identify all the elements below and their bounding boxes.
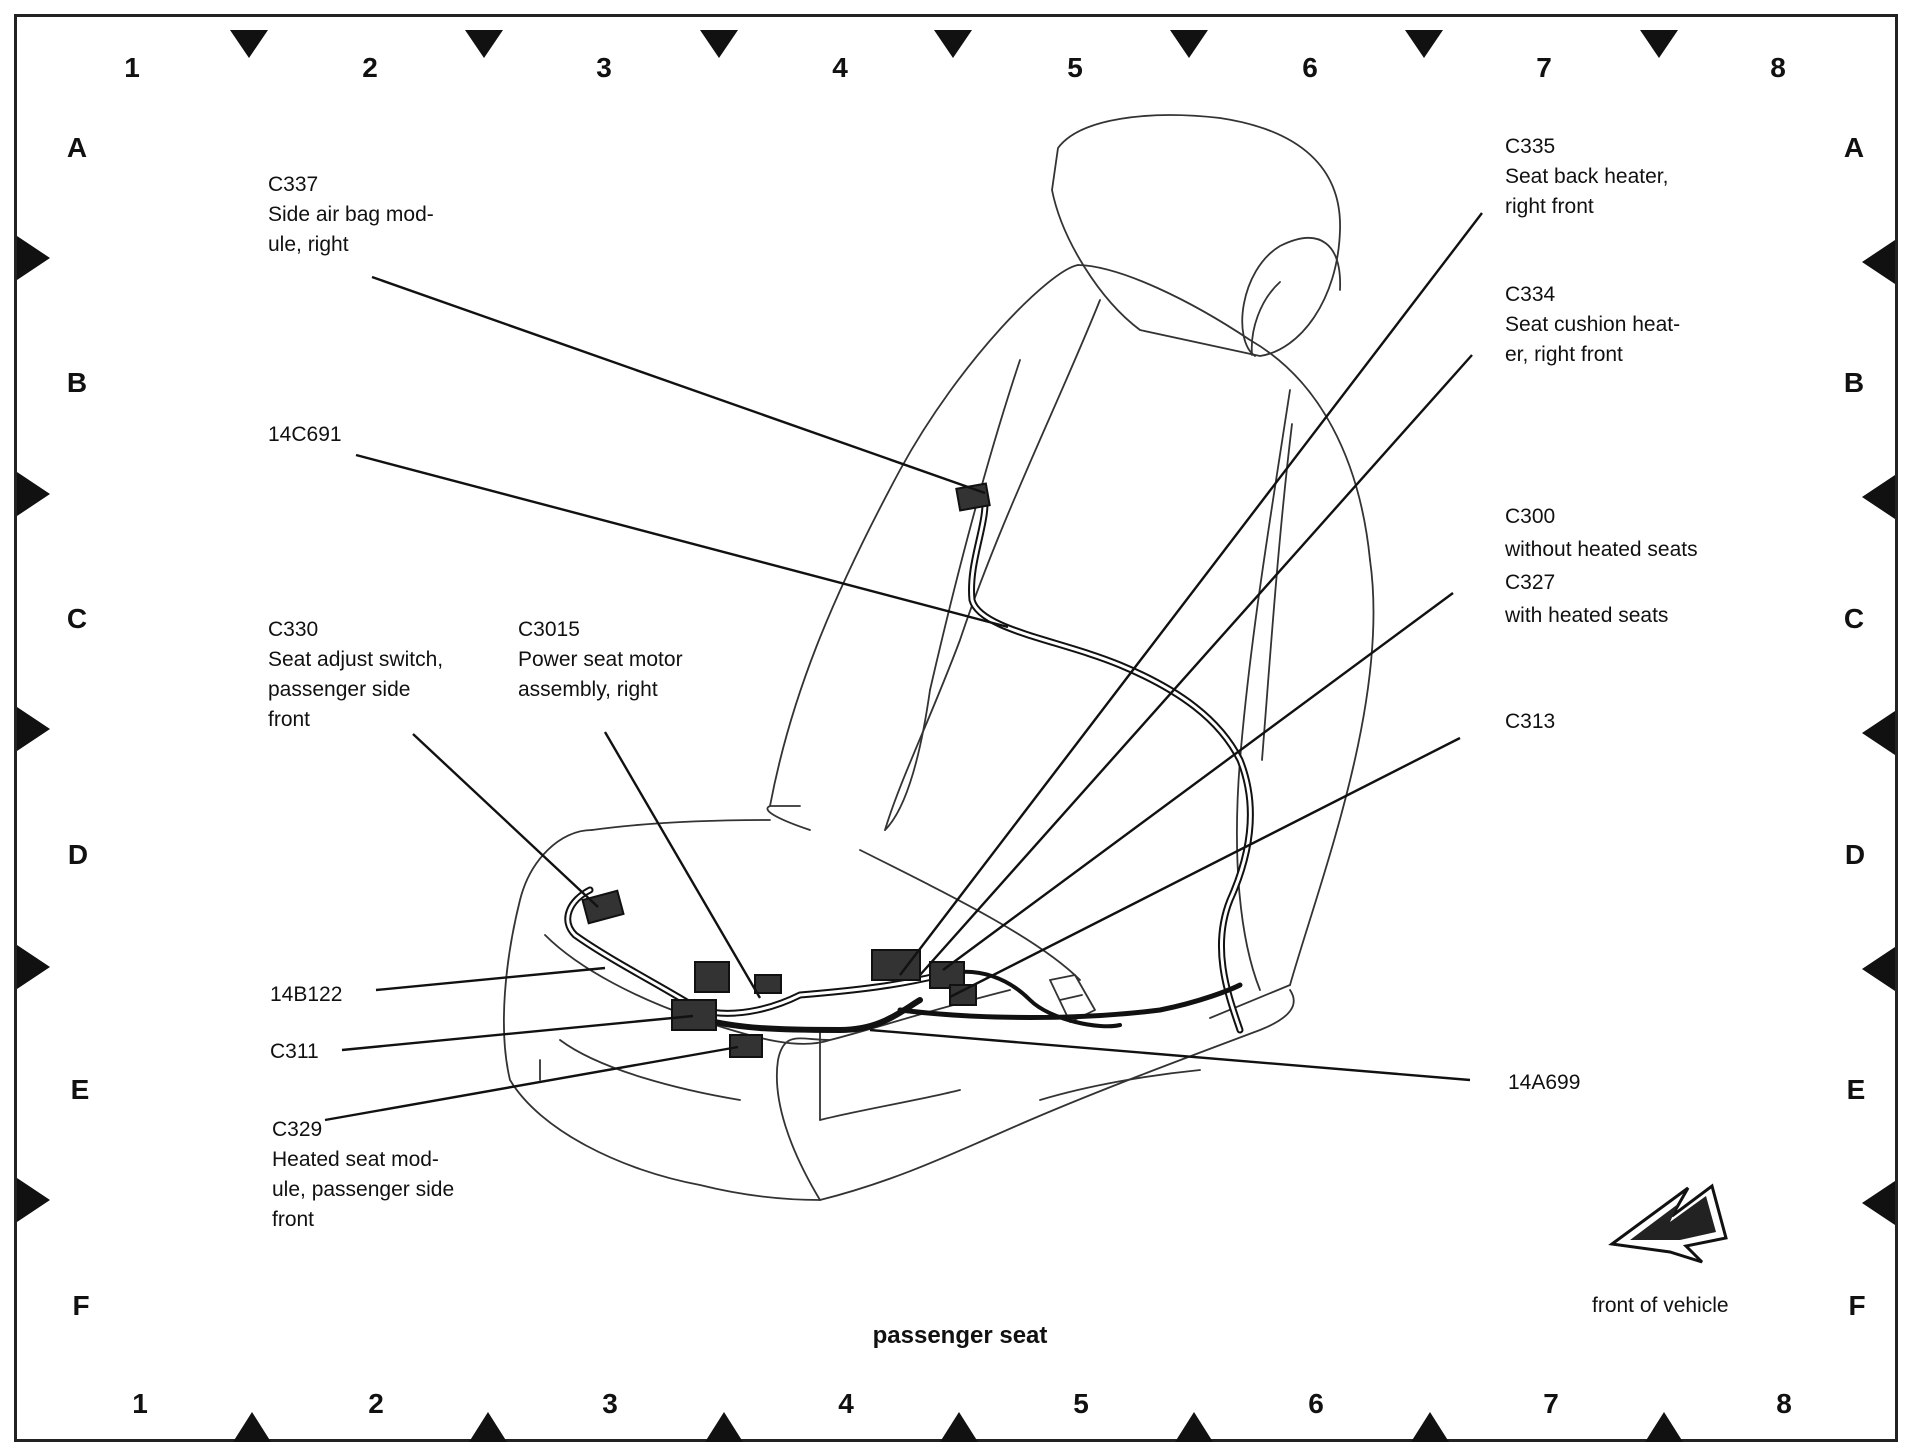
connector-blocks bbox=[581, 482, 991, 1058]
grid-row-c-right: C bbox=[1843, 603, 1865, 634]
callout-c300-c327: C300 without heated seats C327 with heat… bbox=[1505, 500, 1698, 632]
callout-c337: C337 Side air bag mod- ule, right bbox=[268, 170, 434, 260]
callout-c327-desc: with heated seats bbox=[1505, 604, 1669, 627]
grid-row-b-left: B bbox=[66, 367, 88, 398]
callout-c335-code: C335 bbox=[1505, 135, 1556, 158]
grid-col-1-bottom: 1 bbox=[132, 1388, 148, 1419]
grid-row-d-right: D bbox=[1844, 839, 1866, 870]
callout-14a699-code: 14A699 bbox=[1508, 1071, 1581, 1094]
grid-col-2-bottom: 2 bbox=[368, 1388, 384, 1419]
callout-c329-desc-2: ule, passenger side bbox=[272, 1178, 455, 1201]
grid-col-3-bottom: 3 bbox=[602, 1388, 618, 1419]
callout-c334-desc-2: er, right front bbox=[1505, 343, 1623, 366]
callout-c300-code: C300 bbox=[1505, 505, 1556, 528]
grid-row-f-left: F bbox=[72, 1290, 90, 1321]
grid-row-a-left: A bbox=[66, 132, 88, 163]
grid-row-f-right: F bbox=[1848, 1290, 1866, 1321]
callout-c330-desc-1: Seat adjust switch, bbox=[268, 648, 444, 671]
callout-c311: C311 bbox=[270, 1037, 319, 1067]
callout-14c691: 14C691 bbox=[268, 420, 342, 450]
grid-col-4-top: 4 bbox=[832, 52, 848, 83]
seat-outline-drawing bbox=[503, 114, 1375, 1201]
callout-c300-desc: without heated seats bbox=[1505, 538, 1698, 561]
diagram-caption: passenger seat bbox=[872, 1322, 1048, 1349]
callout-c335-desc-2: right front bbox=[1505, 195, 1594, 218]
callout-c3015-desc-2: assembly, right bbox=[518, 678, 658, 701]
callout-c313-code: C313 bbox=[1505, 710, 1556, 733]
callout-c334-code: C334 bbox=[1505, 283, 1556, 306]
callout-c330: C330 Seat adjust switch, passenger side … bbox=[268, 615, 443, 735]
callout-c337-desc-2: ule, right bbox=[268, 233, 349, 256]
callout-c311-code: C311 bbox=[270, 1040, 319, 1063]
callout-c329-desc-1: Heated seat mod- bbox=[272, 1148, 439, 1171]
grid-row-c-left: C bbox=[66, 603, 88, 634]
callout-c337-desc-1: Side air bag mod- bbox=[268, 203, 434, 226]
callout-c329-code: C329 bbox=[272, 1118, 323, 1141]
grid-col-7-top: 7 bbox=[1536, 52, 1552, 83]
callout-c330-code: C330 bbox=[268, 618, 319, 641]
callout-c3015-code: C3015 bbox=[518, 618, 580, 641]
callout-14b122: 14B122 bbox=[270, 980, 342, 1010]
callout-c330-desc-3: front bbox=[268, 708, 311, 731]
callout-c335-desc-1: Seat back heater, bbox=[1505, 165, 1669, 188]
grid-col-2-top: 2 bbox=[362, 52, 378, 83]
callout-c330-desc-2: passenger side bbox=[268, 678, 411, 701]
grid-col-8-top: 8 bbox=[1770, 52, 1786, 83]
grid-col-4-bottom: 4 bbox=[838, 1388, 854, 1419]
callout-c335: C335 Seat back heater, right front bbox=[1505, 132, 1668, 222]
callout-c337-code: C337 bbox=[268, 173, 319, 196]
front-direction-arrow-icon bbox=[1608, 1183, 1728, 1264]
grid-col-1-top: 1 bbox=[124, 52, 140, 83]
callout-c334: C334 Seat cushion heat- er, right front bbox=[1505, 280, 1680, 370]
callout-c3015: C3015 Power seat motor assembly, right bbox=[518, 615, 683, 705]
grid-col-3-top: 3 bbox=[596, 52, 612, 83]
grid-col-7-bottom: 7 bbox=[1543, 1388, 1559, 1419]
grid-col-5-top: 5 bbox=[1067, 52, 1083, 83]
grid-col-6-top: 6 bbox=[1302, 52, 1318, 83]
grid-row-b-right: B bbox=[1843, 367, 1865, 398]
callout-14a699: 14A699 bbox=[1508, 1068, 1580, 1098]
callout-c327-code: C327 bbox=[1505, 571, 1556, 594]
callout-14b122-code: 14B122 bbox=[270, 983, 343, 1006]
callout-c329-desc-3: front bbox=[272, 1208, 315, 1231]
callout-c329: C329 Heated seat mod- ule, passenger sid… bbox=[272, 1115, 454, 1235]
callout-14c691-code: 14C691 bbox=[268, 423, 342, 446]
grid-marker-icon bbox=[17, 30, 1895, 1442]
callout-c334-desc-1: Seat cushion heat- bbox=[1505, 313, 1681, 336]
leader-lines bbox=[324, 212, 1483, 1122]
grid-col-6-bottom: 6 bbox=[1308, 1388, 1324, 1419]
grid-row-e-left: E bbox=[70, 1074, 90, 1105]
grid-row-a-right: A bbox=[1843, 132, 1865, 163]
grid-col-5-bottom: 5 bbox=[1073, 1388, 1089, 1419]
front-of-vehicle-label: front of vehicle bbox=[1592, 1294, 1729, 1317]
grid-row-e-right: E bbox=[1846, 1074, 1866, 1105]
callout-c313: C313 bbox=[1505, 707, 1555, 737]
grid-row-d-left: D bbox=[67, 839, 89, 870]
grid-col-8-bottom: 8 bbox=[1776, 1388, 1792, 1419]
callout-c3015-desc-1: Power seat motor bbox=[518, 648, 683, 671]
